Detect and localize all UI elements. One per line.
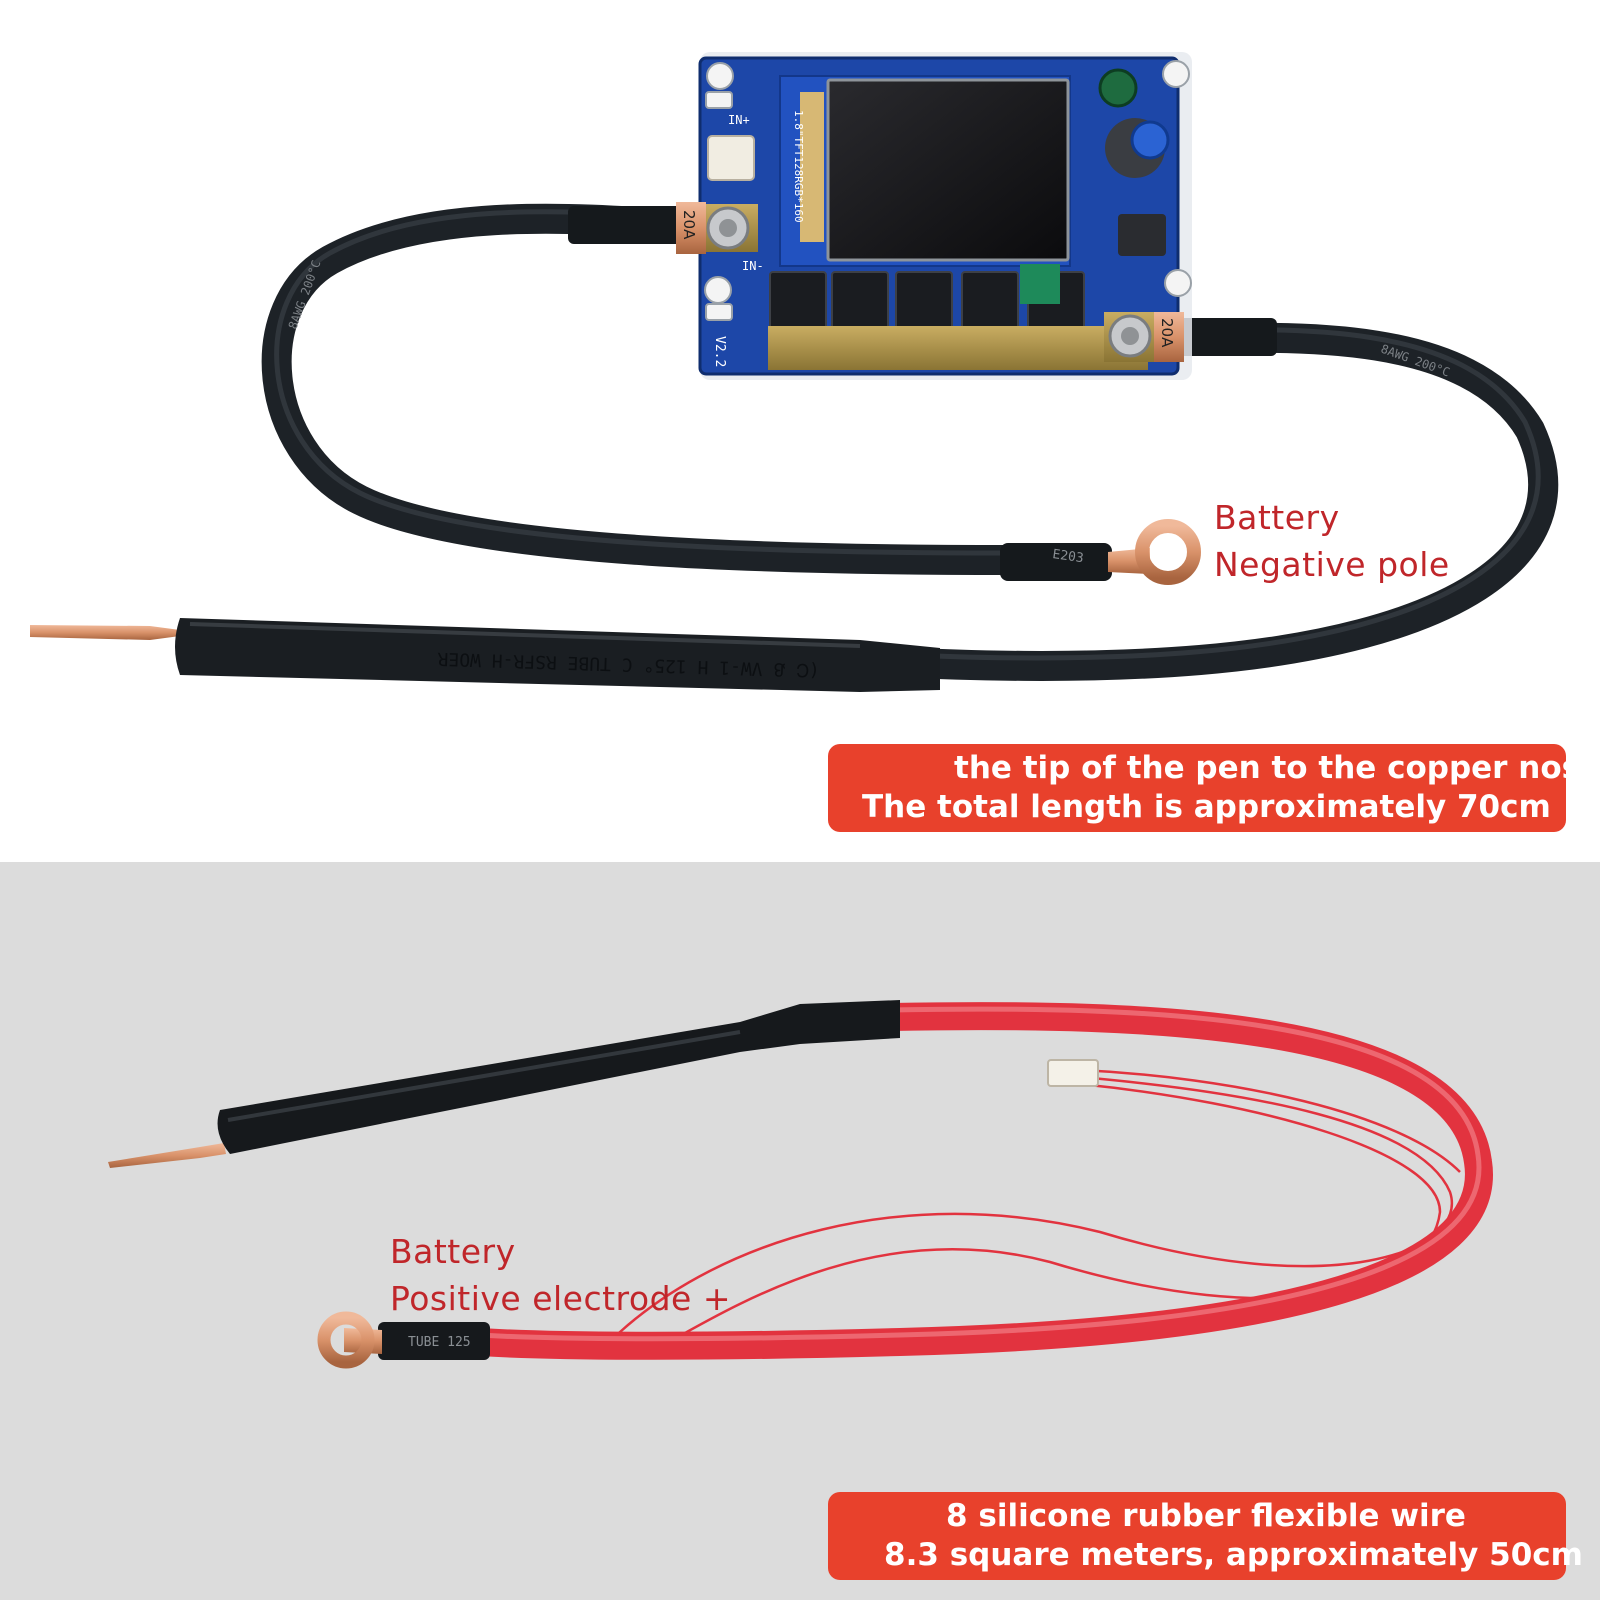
length-banner-top: the tip of the pen to the copper nose Th… bbox=[828, 744, 1600, 832]
positive-electrode-label-line1: Battery bbox=[390, 1232, 516, 1271]
pen-cable bbox=[885, 322, 1559, 681]
control-board: IN+ IN- 1.8"TFT128RGB*160 bbox=[676, 52, 1192, 380]
board-version: V2.2 bbox=[712, 336, 727, 367]
wire-spec-banner-line1: 8 silicone rubber flexible wire bbox=[946, 1498, 1466, 1534]
lcd-screen bbox=[826, 78, 1070, 262]
signal-connector bbox=[1047, 1059, 1099, 1087]
input-connector bbox=[707, 135, 755, 181]
positive-pen-photo: TUBE 125 bbox=[108, 1000, 1493, 1369]
positive-cable bbox=[466, 1002, 1493, 1360]
spot-welder-photo: E203 8AWG 200°C 8AWG 200°C (Ꮯ Ᏸ VW-1 H 1… bbox=[30, 52, 1559, 692]
pedal-jack bbox=[1118, 214, 1166, 256]
length-banner-top-line2: The total length is approximately 70cm bbox=[862, 789, 1551, 825]
positive-lug-print: TUBE 125 bbox=[408, 1335, 471, 1350]
positive-electrode-label-line2: Positive electrode + bbox=[390, 1279, 731, 1318]
lug-print: E203 bbox=[1051, 547, 1084, 566]
potentiometer-knob bbox=[1130, 120, 1170, 160]
wire-spec-banner: 8 silicone rubber flexible wire 8.3 squa… bbox=[828, 1492, 1583, 1580]
capacitor bbox=[1098, 68, 1138, 108]
negative-lug-sleeve bbox=[1000, 543, 1112, 581]
positive-electrode-label: Battery Positive electrode + bbox=[390, 1228, 731, 1322]
positive-ring-lug bbox=[317, 1311, 382, 1369]
bottom-panel: TUBE 125 Battery Positive electrode + 8 … bbox=[0, 862, 1600, 1600]
terminal-rating-left: 20A bbox=[680, 210, 698, 240]
wire-spec-banner-line2: 8.3 square meters, approximately 50cm bbox=[884, 1537, 1583, 1573]
negative-cable bbox=[261, 203, 1025, 575]
positive-lug-sleeve bbox=[378, 1322, 490, 1360]
svg-text:IN-: IN- bbox=[742, 259, 764, 273]
negative-ring-lug bbox=[1108, 519, 1201, 585]
welding-pen-bottom bbox=[108, 1000, 901, 1168]
busbar bbox=[768, 326, 1148, 370]
negative-pole-label: Battery Negative pole bbox=[1214, 494, 1450, 588]
svg-text:IN+: IN+ bbox=[728, 113, 750, 127]
welding-pen-top: (Ꮯ Ᏸ VW-1 H 125° C TUBE RSFR-H WOER bbox=[30, 618, 940, 692]
lcd-flex-print: 1.8"TFT128RGB*160 bbox=[792, 110, 805, 223]
negative-pole-label-line2: Negative pole bbox=[1214, 545, 1450, 584]
negative-pole-label-line1: Battery bbox=[1214, 498, 1340, 537]
terminal-rating-right: 20A bbox=[1158, 318, 1176, 348]
length-banner-top-line1: the tip of the pen to the copper nose bbox=[954, 750, 1600, 786]
mosfet-row bbox=[769, 271, 1085, 333]
top-panel: E203 8AWG 200°C 8AWG 200°C (Ꮯ Ᏸ VW-1 H 1… bbox=[30, 52, 1600, 832]
